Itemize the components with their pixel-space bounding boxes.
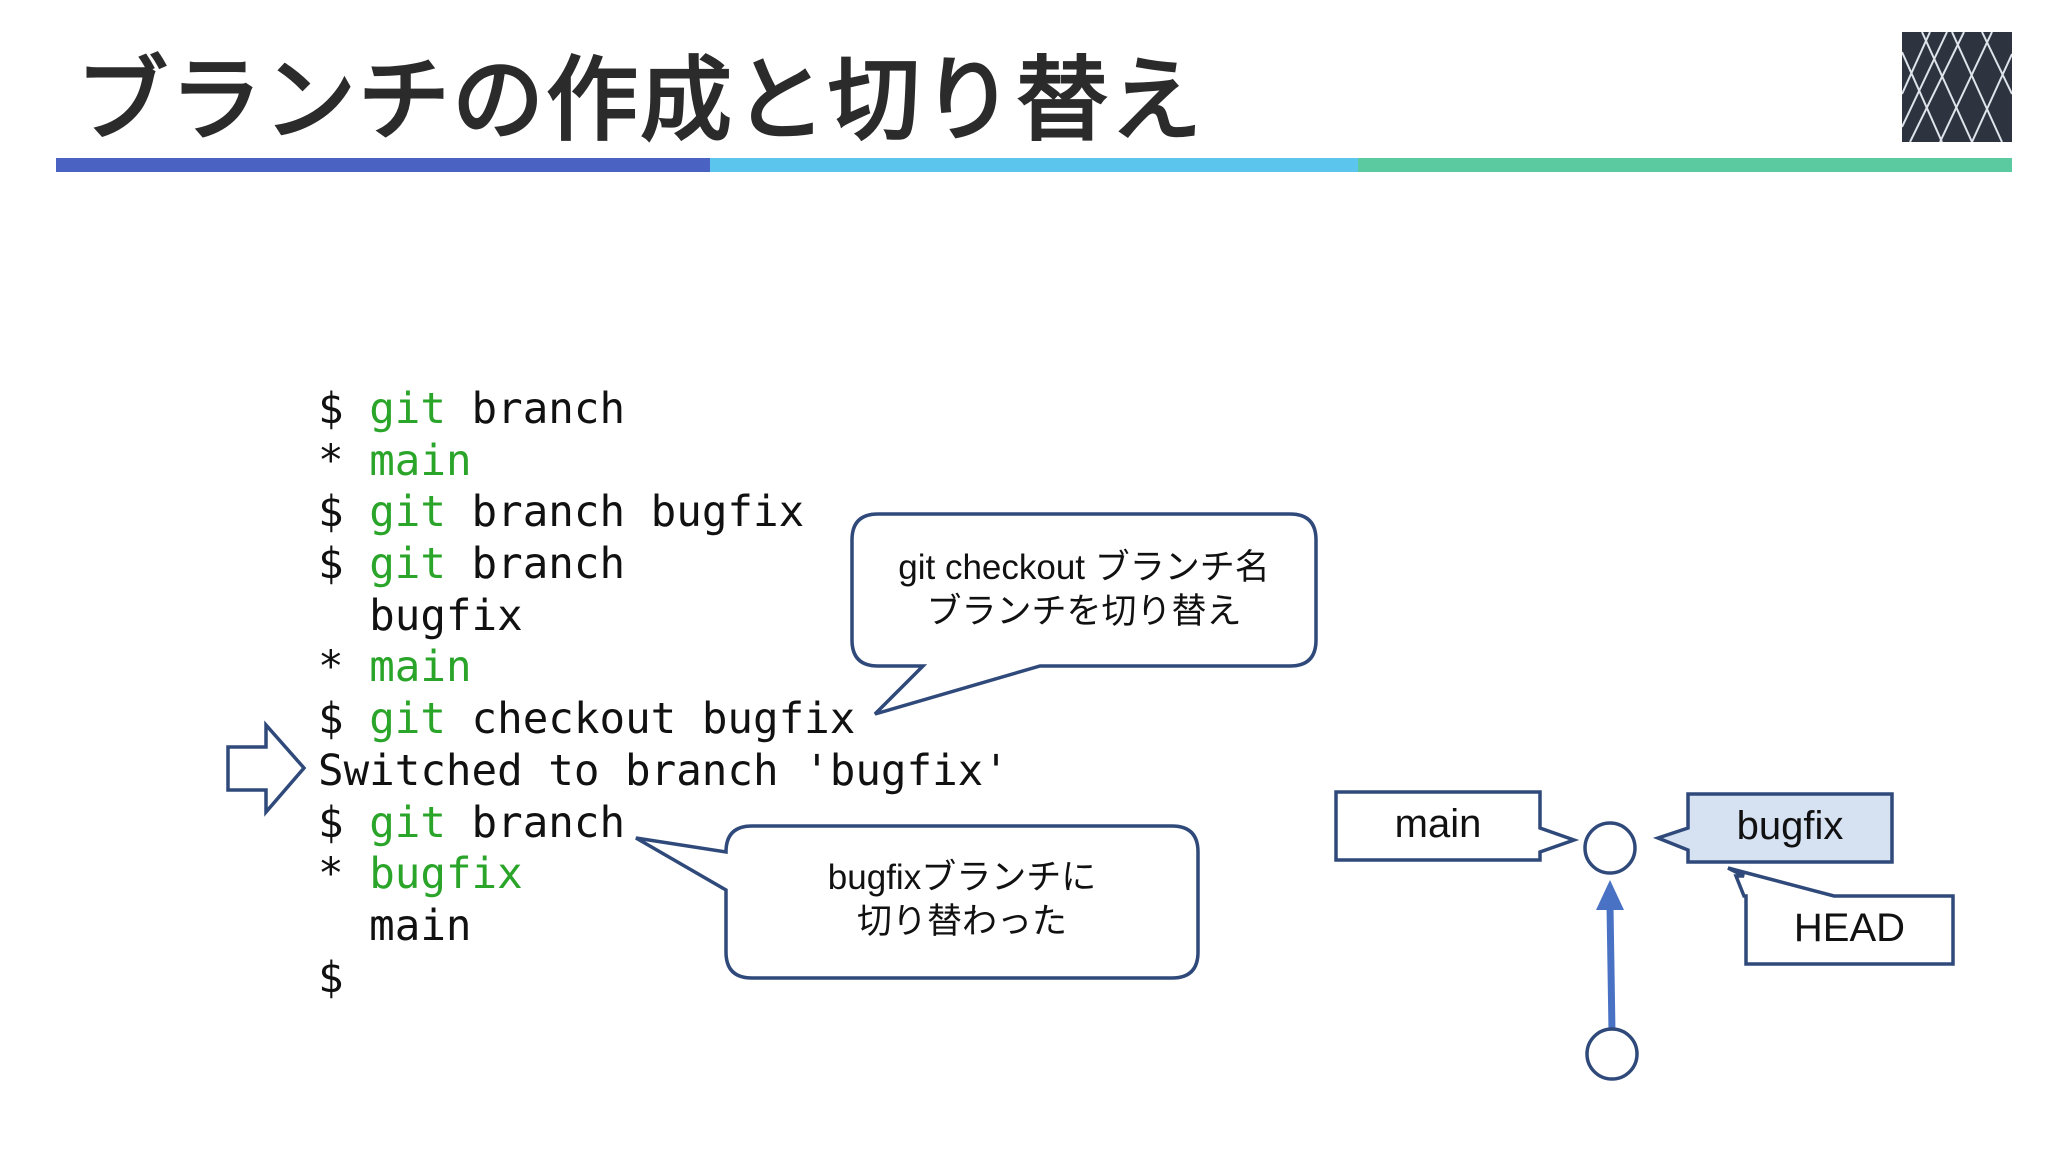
terminal-line: * bugfix — [318, 849, 1009, 901]
commit-link-arrowhead-icon — [1596, 880, 1624, 910]
terminal-text: $ — [318, 953, 344, 1003]
accent-bar-cyan — [710, 158, 1358, 172]
commit-node-previous — [1585, 1027, 1639, 1081]
terminal-text: $ — [318, 540, 370, 590]
terminal-command-token: git — [369, 488, 446, 538]
callout-switched-text: bugfixブランチに 切り替わった — [734, 856, 1190, 944]
terminal-text: $ — [318, 488, 370, 538]
callout-switched-line1: bugfixブランチに — [827, 858, 1097, 897]
terminal-text: $ — [318, 798, 370, 848]
terminal-line: $ — [318, 953, 1009, 1005]
terminal-line: $ git branch — [318, 384, 1009, 436]
callout-checkout-bubble — [850, 512, 1318, 716]
terminal-command-token: bugfix — [369, 850, 523, 900]
terminal-line: * main — [318, 642, 1009, 694]
terminal-command-token: git — [369, 798, 446, 848]
terminal-line: Switched to branch 'bugfix' — [318, 746, 1009, 798]
accent-bar-blue — [56, 158, 710, 172]
terminal-text: * — [318, 436, 370, 486]
terminal-command-token: git — [369, 695, 446, 745]
callout-checkout-line1: git checkout ブランチ名 — [898, 548, 1270, 587]
terminal-text: * — [318, 643, 370, 693]
callout-switched-line2: 切り替わった — [856, 902, 1067, 941]
main-label-box — [1334, 790, 1580, 862]
terminal-text: branch — [445, 385, 626, 434]
terminal-line: $ git branch — [318, 798, 1009, 850]
callout-checkout-line2: ブランチを切り替え — [926, 592, 1242, 631]
terminal-text: * — [318, 850, 370, 900]
terminal-text: Switched to branch 'bugfix' — [318, 746, 1009, 796]
terminal-line: bugfix — [318, 591, 1009, 643]
head-pointer-label: HEAD — [1793, 906, 1906, 950]
main-branch-label: main — [1394, 802, 1482, 846]
terminal-line: * main — [318, 436, 1009, 488]
terminal-text: bugfix — [318, 591, 523, 641]
terminal-command-token: main — [369, 436, 472, 486]
terminal-command-token: git — [369, 385, 446, 434]
terminal-text: $ — [318, 385, 370, 434]
terminal-text: branch — [445, 798, 626, 848]
slide-title: ブランチの作成と切り替え — [76, 47, 1205, 154]
callout-switched-bubble — [635, 824, 1200, 980]
terminal-line: $ git branch — [318, 539, 1009, 591]
commit-link-arrow — [1606, 905, 1616, 1033]
logo — [1901, 31, 2013, 143]
bugfix-branch-label: bugfix — [1736, 804, 1844, 848]
terminal-text: $ — [318, 695, 370, 745]
callout-checkout-text: git checkout ブランチ名 ブランチを切り替え — [860, 546, 1308, 634]
terminal-text: branch bugfix — [445, 488, 805, 538]
bugfix-label-box — [1652, 792, 1894, 864]
terminal-line: main — [318, 901, 1009, 953]
terminal-command-token: main — [369, 643, 472, 693]
accent-bar-green — [1358, 158, 2012, 172]
diamond-lattice-logo-icon — [1901, 31, 2013, 143]
terminal-text: checkout bugfix — [445, 695, 856, 745]
current-line-arrow-icon — [226, 720, 307, 817]
terminal-output: $ git branch* main$ git branch bugfix$ g… — [318, 384, 1009, 1004]
terminal-line: $ git branch bugfix — [318, 487, 1009, 539]
head-label-box — [1727, 866, 1955, 966]
terminal-command-token: git — [369, 540, 446, 590]
terminal-text: main — [318, 901, 472, 951]
commit-node-current — [1583, 821, 1637, 875]
terminal-line: $ git checkout bugfix — [318, 694, 1009, 746]
terminal-text: branch — [445, 540, 626, 590]
